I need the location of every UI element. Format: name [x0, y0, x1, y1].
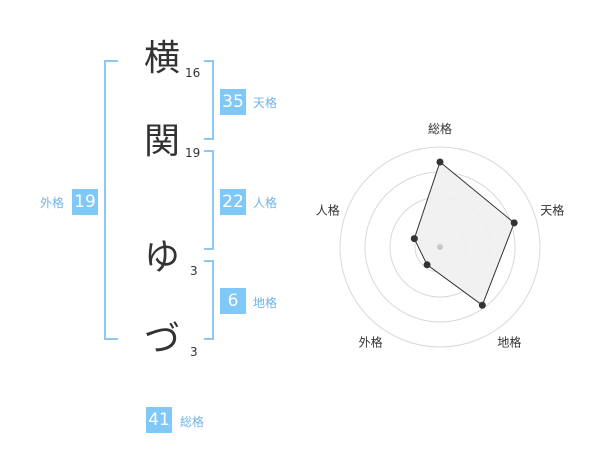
radar-axis-label: 総格	[428, 121, 452, 136]
chikaku-label: 地格	[253, 296, 278, 310]
radar-center-dot	[437, 244, 443, 250]
stroke-count-3: 3	[190, 264, 198, 278]
name-char-1: 横	[143, 38, 180, 79]
jinkaku-value: 22	[220, 189, 246, 215]
name-char-2: 関	[143, 121, 180, 162]
tenkaku-value: 35	[220, 89, 246, 115]
radar-axis-label: 人格	[316, 203, 340, 218]
chikaku-bracket	[204, 260, 214, 340]
radar-point	[410, 235, 418, 243]
radar-point	[510, 219, 518, 227]
gaikaku-value: 19	[72, 189, 98, 215]
tenkaku-label: 天格	[253, 96, 278, 110]
stroke-count-2: 19	[185, 146, 201, 160]
tenkaku-bracket	[204, 60, 214, 140]
radar-point	[478, 301, 486, 309]
stroke-count-1: 16	[185, 66, 201, 80]
jinkaku-label: 人格	[253, 196, 278, 210]
soukaku-value: 41	[146, 407, 172, 433]
radar-axis-label: 外格	[359, 335, 383, 350]
radar-point	[423, 261, 431, 269]
radar-ring	[339, 146, 541, 348]
gaikaku-bracket	[104, 60, 118, 340]
radar-axis-label: 天格	[540, 203, 564, 218]
gaikaku-label: 外格	[40, 196, 65, 210]
jinkaku-bracket	[204, 150, 214, 250]
chikaku-value: 6	[220, 288, 246, 314]
stroke-count-4: 3	[190, 345, 198, 359]
name-char-4: づ	[143, 319, 180, 360]
name-char-3: ゆ	[143, 237, 180, 278]
radar-axis-label: 地格	[497, 335, 521, 350]
soukaku-label: 総格	[180, 415, 205, 429]
radar-point	[436, 158, 444, 166]
radar-area	[413, 161, 515, 306]
